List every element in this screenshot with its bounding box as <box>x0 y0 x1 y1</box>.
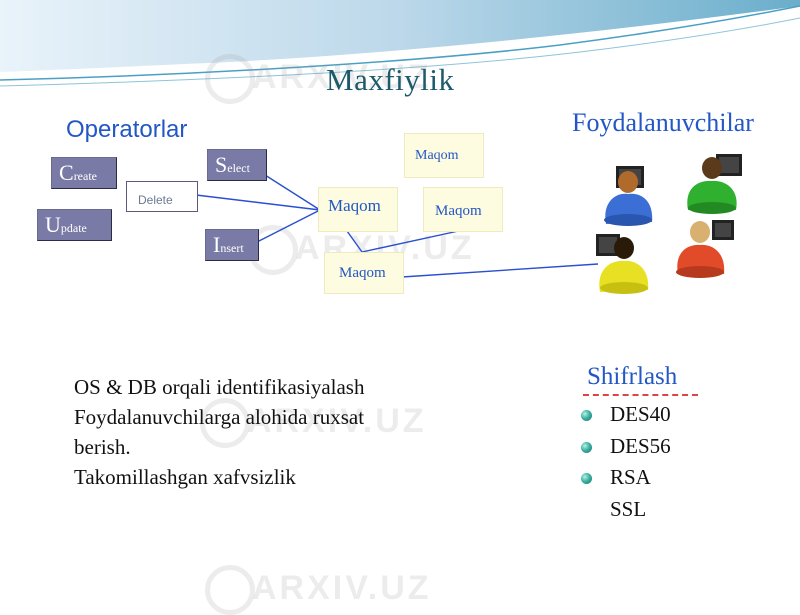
update-rest: pdate <box>60 221 87 235</box>
shifrlash-item-label: RSA <box>610 465 651 489</box>
maqom-label: Maqom <box>435 203 482 219</box>
insert-initial: I <box>213 232 221 257</box>
bullet-icon <box>581 473 592 484</box>
watermark-text: ARXIV.UZ <box>252 569 432 607</box>
watermark-text: ARXIV.UZ <box>247 402 427 440</box>
user-at-computer-icon <box>596 234 649 294</box>
watermark-logo-icon <box>205 54 255 104</box>
shifrlash-list: DES40 DES56 RSA SSL <box>578 399 671 525</box>
select-operator-box: Select <box>207 149 267 181</box>
watermark-logo-icon <box>205 565 255 615</box>
create-operator-box: Create <box>51 157 117 189</box>
maqom-label: Maqom <box>415 148 459 163</box>
update-operator-box: Update <box>37 209 112 241</box>
list-item: SSL <box>578 494 671 526</box>
user-at-computer-icon <box>676 220 734 278</box>
user-at-computer-icon <box>604 166 653 226</box>
list-item: RSA <box>578 462 671 494</box>
shifrlash-item-label: SSL <box>610 496 647 521</box>
list-item: DES56 <box>578 431 671 463</box>
select-initial: S <box>215 152 228 177</box>
shifrlash-heading: Shifrlash <box>587 363 678 390</box>
maqom-box-top: Maqom <box>404 133 484 178</box>
watermark-text: ARXIV.UZ <box>252 58 432 96</box>
create-rest: reate <box>73 169 97 183</box>
delete-operator-box: Delete <box>126 181 198 212</box>
insert-rest: nsert <box>220 241 244 255</box>
bullet-icon <box>581 441 592 453</box>
description-text: OS & DB orqali identifikasiyalash Foydal… <box>74 372 364 492</box>
maqom-label: Maqom <box>339 265 386 281</box>
shifrlash-item-label: DES40 <box>610 402 671 426</box>
shifrlash-item-label: DES56 <box>610 433 671 458</box>
bullet-icon <box>581 410 592 421</box>
insert-operator-box: Insert <box>205 229 259 261</box>
description-line: Takomillashgan xafvsizlik <box>74 465 296 489</box>
users-heading: Foydalanuvchilar <box>572 108 754 137</box>
user-at-computer-icon <box>687 154 742 214</box>
description-line: Foydalanuvchilarga alohida ruxsat <box>74 405 365 429</box>
header-swoosh <box>0 0 800 87</box>
select-rest: elect <box>227 161 250 175</box>
watermark-logo-icon <box>200 398 250 448</box>
operators-heading: Operatorlar <box>66 116 188 143</box>
description-line: berish. <box>74 435 131 459</box>
description-line: OS & DB orqali identifikasiyalash <box>74 375 365 399</box>
maqom-box-right: Maqom <box>423 187 503 232</box>
create-initial: C <box>59 160 74 185</box>
maqom-box-center: Maqom <box>318 187 398 232</box>
slide-title: Maxfiylik <box>326 62 455 97</box>
maqom-box-bottom: Maqom <box>324 252 404 294</box>
update-initial: U <box>45 212 61 237</box>
list-item: DES40 <box>578 399 671 431</box>
maqom-label: Maqom <box>328 196 381 215</box>
delete-label: Delete <box>138 193 173 207</box>
shifrlash-underline <box>583 394 698 396</box>
